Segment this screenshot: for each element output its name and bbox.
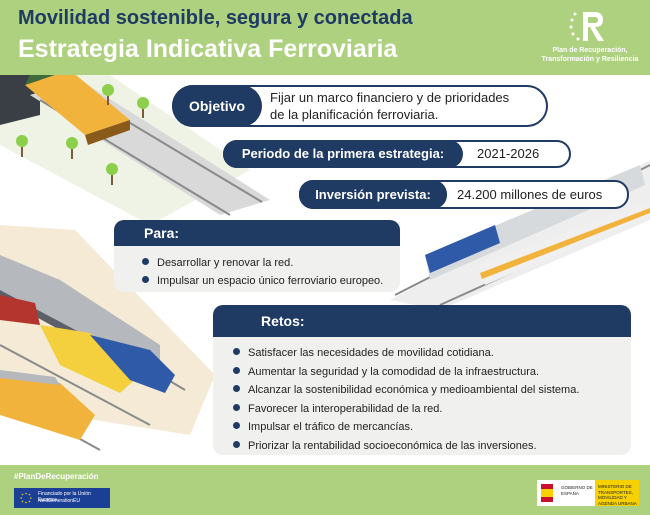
period-pill: Periodo de la primera estrategia: 2021-2…	[223, 140, 571, 168]
retos-title: Retos:	[213, 305, 631, 337]
investment-value: 24.200 millones de euros	[457, 187, 603, 202]
eu-text-2: NextGenerationEU	[38, 498, 80, 504]
footer-band: #PlanDeRecuperación Financiado por la Un…	[0, 465, 650, 515]
objective-pill: Objetivo Fijar un marco financiero y de …	[172, 85, 548, 127]
eu-text-1: Financiado por la Unión Europea	[38, 491, 91, 503]
list-item: Desarrollar y renovar la red.	[142, 254, 400, 272]
list-item: Impulsar el tráfico de mercancías.	[233, 418, 631, 437]
list-item: Satisfacer las necesidades de movilidad …	[233, 344, 631, 363]
list-item: Favorecer la interoperabilidad de la red…	[233, 400, 631, 419]
eu-funding-logo: Financiado por la Unión Europea NextGene…	[14, 488, 110, 508]
recovery-plan-r-icon	[569, 12, 604, 41]
list-item: Alcanzar la sostenibilidad económica y m…	[233, 381, 631, 400]
ministry-text: MINISTERIO DE TRANSPORTES, MOVILIDAD Y A…	[598, 484, 637, 506]
objective-label: Objetivo	[172, 85, 262, 127]
period-label: Periodo de la primera estrategia:	[223, 140, 463, 168]
para-box: Para: Desarrollar y renovar la red. Impu…	[114, 220, 400, 292]
eu-flag-icon	[17, 491, 35, 505]
investment-pill: Inversión prevista: 24.200 millones de e…	[299, 180, 629, 209]
spain-shield-icon	[541, 484, 553, 502]
government-logo: GOBIERNO DE ESPAÑA MINISTERIO DE TRANSPO…	[537, 480, 639, 506]
period-value: 2021-2026	[477, 146, 540, 161]
objective-text: Fijar un marco financiero y de prioridad…	[270, 90, 510, 122]
ministry-panel: MINISTERIO DE TRANSPORTES, MOVILIDAD Y A…	[595, 480, 639, 506]
para-title: Para:	[114, 220, 400, 246]
investment-label: Inversión prevista:	[299, 180, 447, 209]
list-item: Priorizar la rentabilidad socioeconómica…	[233, 437, 631, 456]
list-item: Aumentar la seguridad y la comodidad de …	[233, 363, 631, 382]
header-band: Movilidad sostenible, segura y conectada…	[0, 0, 650, 75]
para-list: Desarrollar y renovar la red. Impulsar u…	[142, 254, 400, 290]
government-text: GOBIERNO DE ESPAÑA	[561, 485, 593, 496]
list-item: Impulsar un espacio único ferroviario eu…	[142, 272, 400, 290]
title-line-2: Estrategia Indicativa Ferroviaria	[18, 35, 398, 63]
hashtag: #PlanDeRecuperación	[14, 472, 99, 481]
title-line-1: Movilidad sostenible, segura y conectada	[18, 7, 413, 29]
recovery-plan-logo: Plan de Recuperación, Transformación y R…	[535, 8, 645, 68]
retos-list: Satisfacer las necesidades de movilidad …	[233, 344, 631, 455]
retos-box: Retos: Satisfacer las necesidades de mov…	[213, 305, 631, 455]
recovery-plan-text: Plan de Recuperación, Transformación y R…	[541, 47, 639, 63]
